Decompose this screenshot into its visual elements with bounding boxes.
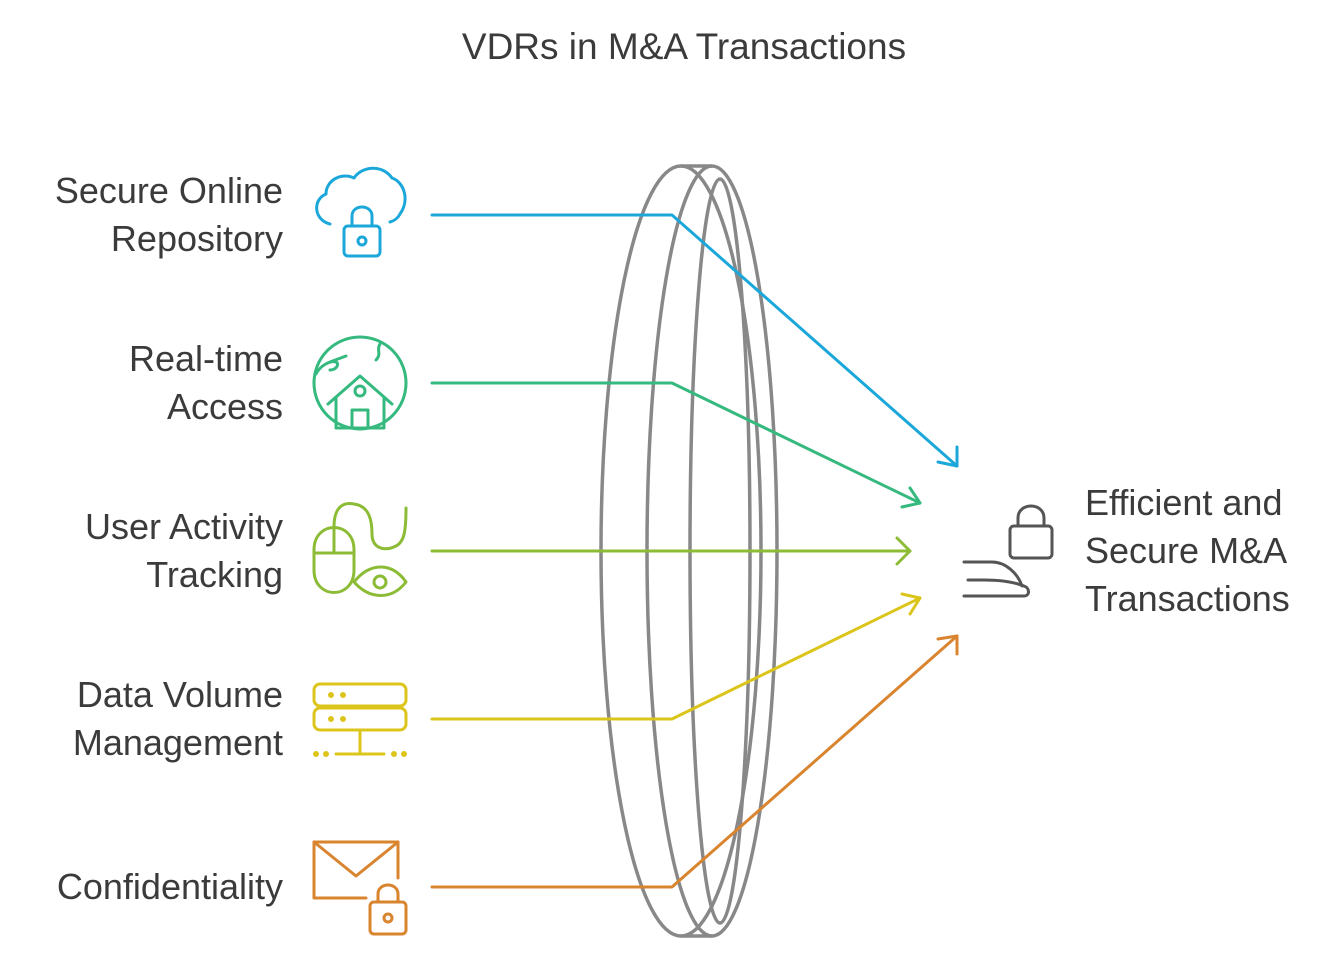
label-line: Data Volume (76, 674, 283, 715)
label-line: User Activity (84, 506, 283, 547)
envelope-lock-icon (312, 840, 408, 936)
label-line: Repository (110, 218, 283, 259)
globe-house-icon (312, 335, 408, 431)
input-label-user-activity-tracking: User Activity Tracking (85, 503, 283, 599)
input-label-confidentiality: Confidentiality (57, 863, 283, 911)
arrow-user-activity-tracking (430, 536, 912, 566)
outcome-line: Secure M&A (1085, 530, 1288, 571)
label-line: Secure Online (54, 170, 283, 211)
outcome-label: Efficient and Secure M&A Transactions (1085, 479, 1290, 623)
label-line: Real-time (128, 338, 283, 379)
outcome-line: Efficient and (1085, 482, 1283, 523)
label-line: Management (72, 722, 283, 763)
label-line: Confidentiality (56, 866, 283, 907)
arrows (430, 213, 959, 889)
server-network-icon (312, 682, 408, 757)
hand-lock-icon (962, 504, 1054, 598)
input-label-data-volume-management: Data Volume Management (73, 671, 283, 767)
label-line: Access (166, 386, 283, 427)
outcome-line: Transactions (1085, 578, 1290, 619)
arrow-data-volume-management (430, 592, 922, 721)
mouse-eye-icon (312, 502, 408, 597)
diagram-title: VDRs in M&A Transactions (461, 26, 907, 67)
arrow-confidentiality (430, 634, 959, 889)
cloud-lock-icon (315, 166, 407, 258)
arrow-real-time-access (430, 381, 922, 509)
input-label-secure-online-repository: Secure Online Repository (55, 167, 283, 263)
input-label-real-time-access: Real-time Access (129, 335, 283, 431)
label-line: Tracking (146, 554, 283, 595)
arrow-secure-online-repository (430, 213, 959, 468)
